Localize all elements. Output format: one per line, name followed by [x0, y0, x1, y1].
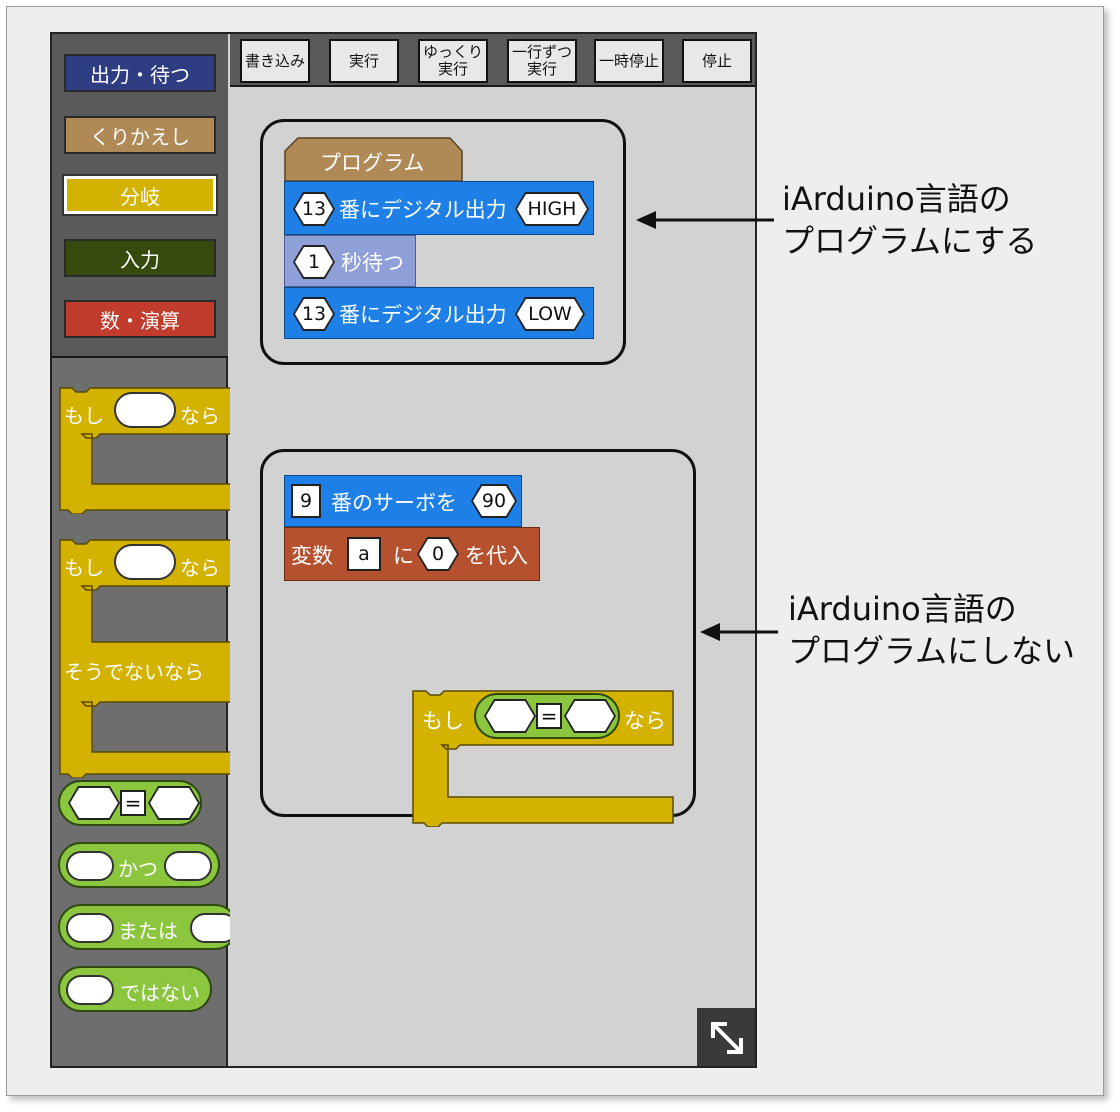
wait-label: 秒待つ: [341, 251, 404, 275]
category-branch[interactable]: 分岐: [62, 174, 218, 216]
toolbar: 書き込み 実行 ゆっくり 実行 一行ずつ 実行 一時停止 停止: [230, 34, 755, 87]
else-label: そうでないなら: [64, 660, 204, 684]
arrow-to-program-group: [636, 211, 774, 229]
workspace[interactable]: プログラム 13 番にデジタル出力 HIGH 1 秒待つ 13 番にデジタル出力…: [230, 89, 755, 1066]
condition-slot[interactable]: [114, 544, 176, 580]
program-group-outline: [260, 119, 626, 365]
left-operand-slot[interactable]: [68, 786, 120, 820]
annotation-top-line2: プログラムにする: [782, 222, 1038, 260]
left-condition-slot[interactable]: [66, 913, 114, 943]
and-label: かつ: [118, 857, 158, 881]
annotation-bottom: iArduino言語の プログラムにしない: [788, 588, 1075, 672]
value-input[interactable]: 0: [417, 537, 459, 571]
then-label: なら: [180, 404, 220, 428]
write-button[interactable]: 書き込み: [240, 39, 310, 83]
condition-slot[interactable]: [114, 392, 176, 428]
left-operand-slot[interactable]: [484, 699, 536, 733]
condition-slot[interactable]: [66, 975, 114, 1005]
output-label: 番にデジタル出力: [339, 198, 507, 222]
servo-label: 番のサーボを: [331, 491, 457, 515]
palette-or-block[interactable]: または: [58, 904, 238, 950]
category-input[interactable]: 入力: [64, 239, 216, 277]
palette-if-block[interactable]: もし なら: [58, 384, 232, 514]
or-label: または: [118, 919, 178, 943]
pin-input[interactable]: 13: [293, 192, 335, 226]
variable-label: 変数: [291, 544, 333, 568]
arrow-to-loose-group: [700, 623, 778, 641]
sidebar: 出力・待つ くりかえし 分岐 入力 数・演算 もし なら もし: [52, 34, 238, 1066]
palette-if-else-block[interactable]: もし なら そうでないなら: [58, 536, 232, 778]
right-condition-slot[interactable]: [164, 851, 212, 881]
fullscreen-button[interactable]: [697, 1008, 755, 1066]
level-input[interactable]: LOW: [515, 297, 585, 331]
palette-equals-block[interactable]: =: [58, 780, 202, 826]
annotation-top-line1: iArduino言語の: [782, 180, 1011, 218]
pause-button[interactable]: 一時停止: [594, 39, 664, 83]
step-run-button[interactable]: 一行ずつ 実行: [507, 39, 577, 83]
equals-sign: =: [120, 790, 146, 816]
seconds-input[interactable]: 1: [293, 245, 335, 279]
digital-output-block-low[interactable]: 13 番にデジタル出力 LOW: [284, 287, 594, 339]
assign-variable-block[interactable]: 変数 a に 0 を代入: [284, 527, 540, 581]
category-math[interactable]: 数・演算: [64, 300, 216, 338]
then-label: なら: [624, 709, 666, 733]
servo-angle-input[interactable]: 90: [471, 484, 517, 518]
program-start-block[interactable]: プログラム: [284, 137, 464, 181]
block-palette: もし なら もし なら そうでないなら =: [52, 360, 238, 1066]
program-header-label: プログラム: [320, 151, 425, 175]
servo-pin-input[interactable]: 9: [291, 484, 321, 518]
then-label: なら: [180, 556, 220, 580]
assign-label: を代入: [465, 544, 528, 568]
if-label: もし: [64, 404, 104, 428]
workspace-if-block[interactable]: もし = なら: [412, 687, 674, 827]
output-label: 番にデジタル出力: [339, 303, 507, 327]
servo-block[interactable]: 9 番のサーボを 90: [284, 475, 522, 527]
annotation-top: iArduino言語の プログラムにする: [782, 178, 1037, 262]
annotation-bottom-line2: プログラムにしない: [788, 632, 1076, 670]
iarduino-editor-window: 出力・待つ くりかえし 分岐 入力 数・演算 もし なら もし: [50, 32, 757, 1068]
category-loop[interactable]: くりかえし: [64, 116, 216, 154]
category-output-wait[interactable]: 出力・待つ: [64, 54, 216, 92]
palette-and-block[interactable]: かつ: [58, 842, 220, 888]
right-operand-slot[interactable]: [148, 786, 200, 820]
equals-sign: =: [536, 703, 562, 729]
if-else-block-shape: [59, 539, 232, 778]
annotation-bottom-line1: iArduino言語の: [788, 590, 1017, 628]
program-header-shape: [284, 137, 463, 181]
if-block-shape: [59, 387, 232, 514]
to-label: に: [393, 544, 414, 568]
if-label: もし: [64, 556, 104, 580]
digital-output-block-high[interactable]: 13 番にデジタル出力 HIGH: [284, 181, 594, 235]
category-list: 出力・待つ くりかえし 分岐 入力 数・演算: [52, 34, 228, 358]
not-label: ではない: [120, 981, 200, 1005]
palette-not-block[interactable]: ではない: [58, 966, 212, 1012]
left-condition-slot[interactable]: [66, 851, 114, 881]
stop-button[interactable]: 停止: [682, 39, 752, 83]
pin-input[interactable]: 13: [293, 297, 335, 331]
equals-condition[interactable]: =: [474, 693, 620, 739]
slow-run-button[interactable]: ゆっくり 実行: [418, 39, 488, 83]
wait-seconds-block[interactable]: 1 秒待つ: [284, 235, 416, 287]
level-input[interactable]: HIGH: [515, 192, 589, 226]
variable-name-input[interactable]: a: [347, 537, 381, 571]
right-operand-slot[interactable]: [564, 699, 616, 733]
expand-arrows-icon: [711, 1022, 743, 1054]
if-label: もし: [422, 709, 464, 733]
run-button[interactable]: 実行: [329, 39, 399, 83]
